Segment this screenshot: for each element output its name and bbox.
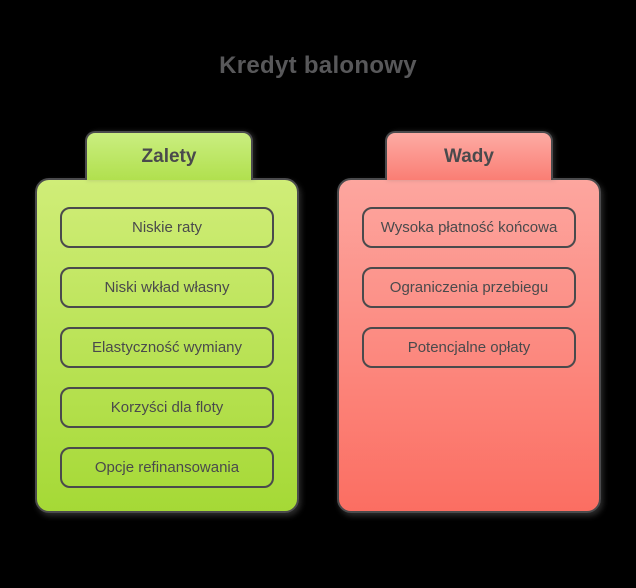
pros-item: Korzyści dla floty — [60, 387, 274, 428]
pros-tab-header: Zalety — [85, 131, 253, 180]
cons-item-label: Potencjalne opłaty — [407, 339, 531, 356]
pros-item-label: Opcje refinansowania — [94, 459, 240, 476]
pros-item: Opcje refinansowania — [60, 447, 274, 488]
pros-item: Niski wkład własny — [60, 267, 274, 308]
pros-tab-label: Zalety — [141, 145, 197, 167]
pros-item-label: Elastyczność wymiany — [91, 339, 243, 356]
pros-item-label: Niski wkład własny — [104, 279, 230, 296]
cons-card: Wysoka płatność końcowa Ograniczenia prz… — [337, 178, 601, 513]
cons-item-label: Wysoka płatność końcowa — [380, 219, 558, 236]
cons-item: Ograniczenia przebiegu — [362, 267, 576, 308]
pros-item-label: Niskie raty — [131, 219, 202, 236]
pros-item: Niskie raty — [60, 207, 274, 248]
cons-tab-label: Wady — [444, 145, 494, 167]
cons-tab-header: Wady — [385, 131, 553, 180]
pros-item: Elastyczność wymiany — [60, 327, 274, 368]
pros-item-label: Korzyści dla floty — [110, 399, 224, 416]
page-title: Kredyt balonowy — [219, 52, 417, 79]
pros-card: Niskie raty Niski wkład własny Elastyczn… — [35, 178, 299, 513]
cons-item: Potencjalne opłaty — [362, 327, 576, 368]
cons-item-label: Ograniczenia przebiegu — [389, 279, 549, 296]
cons-item: Wysoka płatność końcowa — [362, 207, 576, 248]
